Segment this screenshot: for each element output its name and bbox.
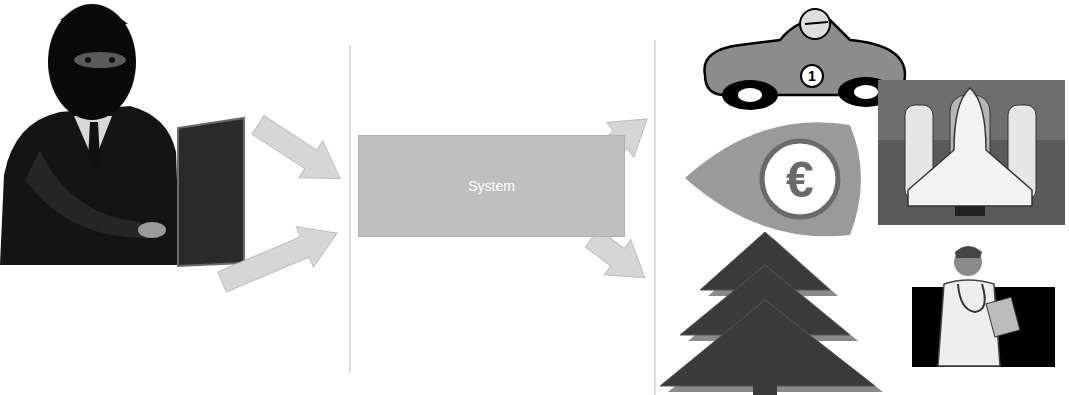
separator-lines [350,40,655,395]
space-shuttle-icon [878,80,1065,225]
space-shuttle-icon-part [908,88,1032,206]
hacker-figure-part [109,57,115,63]
race-car-icon-part [722,80,778,110]
input-arrows-part [246,107,352,197]
race-car-icon-part [738,88,762,102]
euro-eye-icon-part [685,122,861,236]
space-shuttle-icon-part [878,80,1065,225]
doctor-icon-part [955,246,982,258]
race-car-icon [704,9,905,110]
doctor-icon-part [958,284,985,312]
car-number-holder: 1 [808,67,816,85]
tree-icon-part [660,300,875,386]
hacker-figure-part [25,150,150,238]
euro-eye-icon-part [762,141,838,217]
euro-symbol-holder: € [786,155,814,205]
node-label: System [468,178,515,195]
hacker-figure-part [138,222,166,238]
separator-lines-part [349,45,351,372]
hacker-figure-part [0,106,180,265]
car-number: 1 [808,68,816,84]
race-car-icon-part [854,85,878,99]
doctor-icon-part [986,297,1020,337]
hacker-figure-part [74,52,126,68]
input-arrows-part [213,213,345,302]
euro-symbol: € [786,152,814,208]
hacker-figure-part [178,118,244,266]
separator-lines-part [654,40,656,395]
doctor-icon [912,246,1055,367]
hacker-figure-part [85,57,91,63]
race-car-icon-part [801,65,823,87]
hacker-figure-part [48,4,136,120]
tree-icon [660,232,883,395]
space-shuttle-icon-part [955,206,985,216]
hacker-figure-part [88,122,100,168]
system-box: System [358,135,625,237]
race-car-icon-part [800,9,830,39]
hacker-figure [0,4,244,266]
race-car-icon-part [805,22,828,24]
input-arrows [213,107,352,303]
euro-eye-icon [685,122,861,236]
output-arrows [578,102,660,296]
tree-icon-part [753,384,777,395]
hacker-figure-part [60,8,128,24]
output-arrows-part [578,102,660,180]
output-arrows-part [579,220,658,295]
